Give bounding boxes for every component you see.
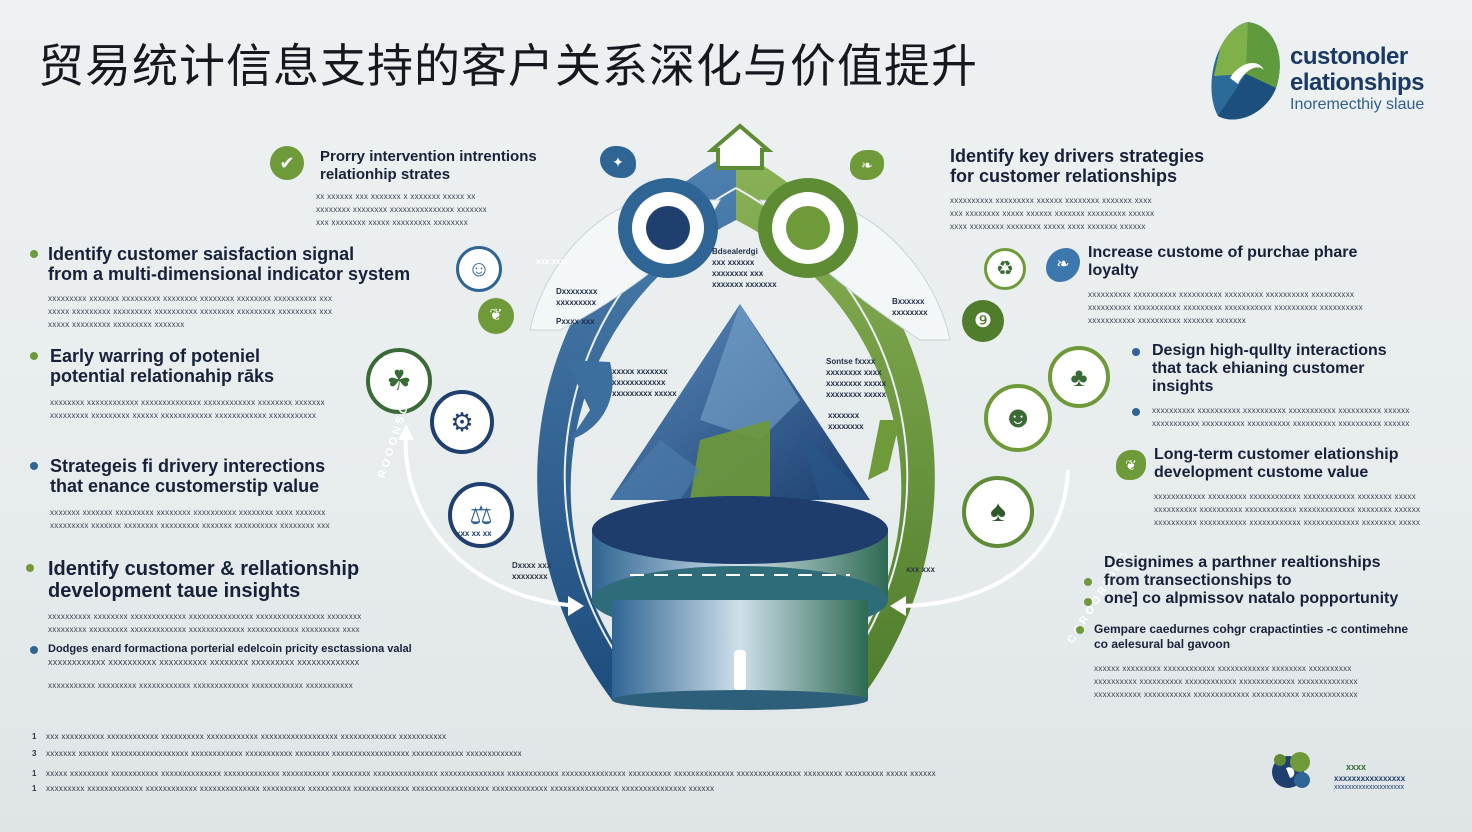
people-icon-circle: ☺ [456, 246, 502, 292]
right-item-2: Design high-qullty interactions that tac… [1132, 342, 1432, 430]
leaf-icon: ❦ [489, 307, 503, 324]
icon-label-2: xxx xx xx [456, 529, 492, 538]
left-item-2: Early warring of poteniel potential rela… [30, 346, 350, 422]
inner-label-d: Dxxxxxxxx xxxxxxxxx [556, 287, 598, 307]
nine-icon-circle: ❾ [962, 300, 1004, 342]
brand-logo: custonoler elationships Inoremecthiy sla… [1206, 18, 1466, 128]
brand-name-line1: custonoler [1290, 43, 1408, 70]
bullet-icon [1132, 348, 1140, 356]
left-item-4: Identify customer & rellationship develo… [26, 558, 446, 636]
footer-logo-line2: xxxxxxxxxxxxxxxx [1334, 774, 1406, 783]
cycle-arrow-right [895, 469, 1070, 608]
inner-label-h: Pxxxx xxx [556, 317, 595, 326]
leaf-badge-circle: ❧ [850, 150, 884, 180]
bullet-icon [30, 462, 38, 470]
group-icon: ☺ [467, 256, 491, 281]
bullet-icon [1132, 408, 1140, 416]
inner-label-g: Dxxxx xxx xxxxxxxx [512, 561, 552, 581]
person-icon: ☻ [1002, 401, 1034, 434]
top-right-callout: Identify key drivers strategies for cust… [950, 146, 1250, 233]
handshake-icon-circle: ⚖ [448, 482, 514, 548]
left-item-3: Strategeis fi drivery interections that … [30, 456, 360, 532]
network-icon: ⚙ [450, 407, 474, 437]
top-right-heading-1: Identify key drivers strategies [950, 146, 1205, 166]
right-item-5: Gempare caedurnes cohgr crapactinties -c… [1076, 622, 1456, 701]
top-left-heading-2: relationhip strates [320, 166, 451, 183]
growth-icon-circle: ♣ [1048, 346, 1110, 408]
cycle-icon: ♻ [996, 258, 1014, 280]
bullet-icon [26, 564, 34, 572]
cycle-arrow-left [403, 431, 581, 608]
bullet-icon [1084, 578, 1092, 586]
footer-logo-line3: xxxxxxxxxxxxxxxxxxxx [1334, 784, 1404, 791]
blue-badge-icon: ✦ [612, 154, 624, 170]
leaf-blue-icon: ❧ [1046, 248, 1080, 282]
right-item-4: Designimes a parthner realtionships from… [1084, 554, 1454, 608]
team-icon-circle: ☘ [366, 348, 432, 414]
bullet-icon [30, 250, 38, 258]
bullet-icon [30, 646, 38, 654]
cloud-icon-circle: ❦ [478, 298, 514, 334]
house-icon [706, 123, 774, 170]
blue-badge-circle: ✦ [600, 146, 636, 178]
top-left-heading-1: Prorry intervention intrentions [320, 148, 537, 165]
person-icon-circle: ☻ [984, 384, 1052, 452]
handshake-icon: ⚖ [469, 500, 493, 530]
leaf-badge-icon: ❧ [861, 157, 873, 173]
leaf-green-icon: ❦ [1116, 450, 1146, 480]
tree-icon: ♠ [990, 495, 1006, 528]
inner-label-b: Sontse fxxxx xxxxxxxx xxxx xxxxxxxx xxxx… [826, 357, 887, 399]
right-item-3: ❦ Long-term customer elationship develop… [1116, 446, 1446, 529]
tree-icon-circle: ♠ [962, 476, 1034, 548]
inner-label-a: Bdsealerdgi xxx xxxxxx xxxxxxxx xxx xxxx… [712, 247, 777, 289]
arrows-icon-circle: ♻ [984, 248, 1026, 290]
check-icon: ✔ [270, 146, 304, 180]
bullet-icon [1084, 598, 1092, 606]
brand-tagline: Inoremecthiy slaue [1290, 96, 1425, 113]
brand-name-line2: elationships [1290, 69, 1425, 96]
nine-icon: ❾ [974, 310, 992, 332]
footer-logo-mark-icon [1272, 752, 1310, 788]
chart-icon-circle: ⚙ [430, 390, 494, 454]
footer-logo: xxxx xxxxxxxxxxxxxxxx xxxxxxxxxxxxxxxxxx… [1268, 746, 1458, 796]
left-item-1: Identify customer saisfaction signal fro… [30, 244, 450, 331]
left-item-5: Dodges enard formactiona porterial edelc… [30, 642, 460, 692]
footer-logo-line1: xxxx [1346, 762, 1367, 772]
inner-label-e: xxxxxxx xxxxxxxx [828, 411, 864, 431]
bullet-icon [1076, 626, 1084, 634]
top-right-heading-2: for customer relationships [950, 166, 1178, 186]
icon-label-1: xxx xxx [536, 257, 565, 266]
inner-label-c: xxxxx xxxxxxx xxxxxxxxxxxx xxxxxxxxx xxx… [612, 367, 677, 398]
growth-icon: ♣ [1070, 362, 1088, 392]
brand-mark-icon [1211, 22, 1280, 120]
inner-label-f: Bxxxxxx xxxxxxxx [892, 297, 928, 317]
right-item-1: ❧ Increase custome of purchae phare loya… [1046, 244, 1396, 327]
page-title: 贸易统计信息支持的客户关系深化与价值提升 [38, 39, 978, 93]
bullet-icon [30, 352, 38, 360]
team-icon: ☘ [386, 365, 412, 396]
ring-badge-label: xxx xxx [906, 565, 935, 574]
